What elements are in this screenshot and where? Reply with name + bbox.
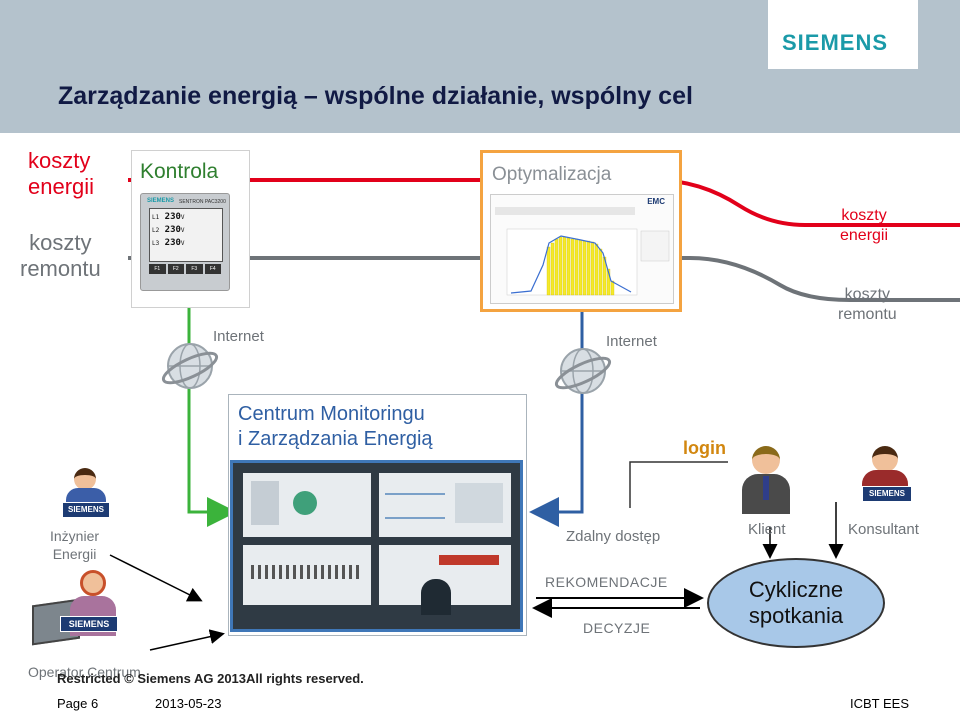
meter-row-l3: L3 230V	[152, 238, 185, 248]
monitor-top-right	[379, 473, 511, 537]
client-avatar	[738, 446, 794, 514]
internet-left-label: Internet	[213, 328, 264, 345]
recommendations-label: REKOMENDACJE	[545, 574, 668, 590]
consultant-avatar: SIEMENS	[858, 446, 916, 502]
left-energy-cost-label: koszty energii	[28, 148, 95, 199]
meter-display: L1 230V L2 230V L3 230V	[149, 208, 223, 262]
engineer-avatar: SIEMENS	[60, 466, 112, 522]
meter-buttons: F1 F2 F3 F4	[149, 264, 221, 274]
page-number: Page 6	[57, 696, 99, 711]
login-connector	[629, 461, 728, 508]
department-label: ICBT EES	[850, 696, 910, 711]
slide-date: 2013-05-23	[155, 696, 222, 711]
operator-badge: SIEMENS	[60, 616, 118, 632]
restricted-notice: Restricted © Siemens AG 2013All rights r…	[57, 671, 364, 686]
meter-button-f1[interactable]: F1	[149, 264, 166, 274]
slide-title: Zarządzanie energią – wspólne działanie,…	[58, 82, 693, 110]
report-header-bar	[495, 207, 635, 215]
power-meter-device: SIEMENS SENTRON PAC3200 L1 230V L2 230V …	[140, 193, 230, 291]
globe-icon	[554, 348, 612, 394]
internet-right-label: Internet	[606, 333, 657, 350]
meter-brand: SIEMENS	[147, 198, 175, 204]
meter-row-l1: L1 230V	[152, 212, 185, 222]
centrum-title: Centrum Monitoringu i Zarządzania Energi…	[238, 403, 433, 450]
consultant-badge: SIEMENS	[862, 486, 912, 502]
kontrola-connection	[187, 290, 237, 527]
login-label: login	[683, 438, 726, 458]
consultant-label: Konsultant	[848, 521, 919, 538]
monitor-top-left	[243, 473, 371, 537]
remote-access-label: Zdalny dostęp	[566, 528, 661, 545]
siemens-logo: SIEMENS	[782, 30, 889, 55]
optymalizacja-connection	[529, 312, 584, 527]
operator-arrow	[149, 629, 225, 651]
globe-icon	[161, 343, 219, 389]
kontrola-label: Kontrola	[140, 160, 219, 183]
report-chart	[506, 228, 670, 296]
monitor-bottom-left	[243, 545, 371, 605]
optimization-report: EMC	[490, 194, 674, 304]
meter-button-f2[interactable]: F2	[167, 264, 184, 274]
left-repair-cost-label: koszty remontu	[20, 230, 101, 281]
operator-avatar: SIEMENS	[30, 568, 120, 658]
meter-button-f4[interactable]: F4	[204, 264, 221, 274]
right-repair-cost-label: koszty remontu	[838, 286, 897, 323]
control-room-photo	[230, 460, 523, 632]
client-label: Klient	[748, 521, 786, 538]
decisions-label: DECYZJE	[583, 620, 651, 636]
engineer-arrow	[109, 554, 203, 602]
repair-cost-line	[128, 256, 960, 302]
optymalizacja-label: Optymalizacja	[492, 164, 612, 185]
engineer-badge: SIEMENS	[62, 502, 110, 518]
meetings-ellipse: Cykliczne spotkania	[707, 558, 885, 648]
meter-button-f3[interactable]: F3	[186, 264, 203, 274]
meter-row-l2: L2 230V	[152, 225, 185, 235]
engineer-label: Inżynier Energii	[50, 528, 100, 562]
meetings-label: Cykliczne spotkania	[748, 577, 844, 628]
report-logo: EMC	[647, 197, 665, 206]
meter-model: SENTRON PAC3200	[179, 199, 226, 205]
right-energy-cost-label: koszty energii	[840, 207, 889, 244]
operator-label: Operator Centrum	[28, 664, 141, 680]
logo-underline	[768, 69, 918, 84]
operator-silhouette	[421, 579, 451, 615]
